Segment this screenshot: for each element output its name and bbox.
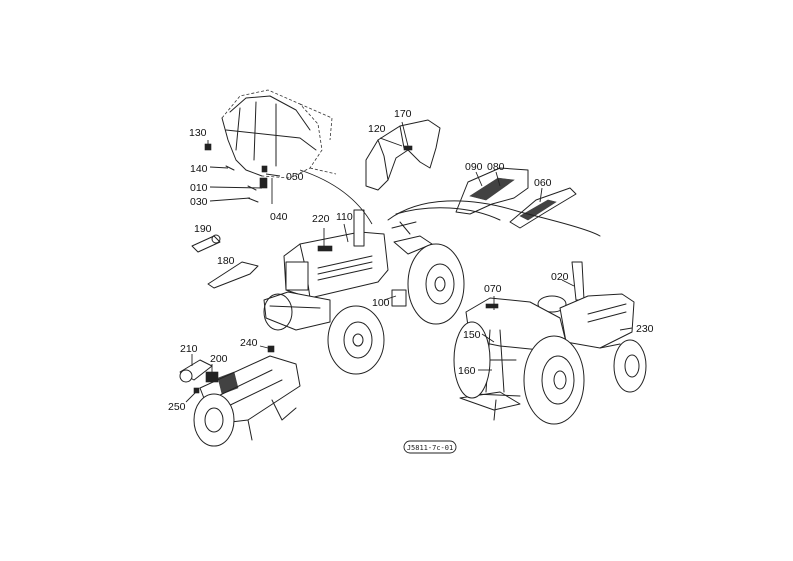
callout-200: 200 (210, 353, 228, 365)
callout-190: 190 (194, 223, 212, 235)
callout-140: 140 (190, 163, 208, 175)
drawing-code-stamp: J5811-7c-01 (403, 440, 457, 454)
callout-010: 010 (190, 182, 208, 194)
fender-right-drawing (455, 167, 577, 229)
callout-060: 060 (534, 177, 552, 189)
callout-020: 020 (551, 271, 569, 283)
callout-110: 110 (336, 211, 353, 223)
callout-230: 230 (636, 323, 654, 335)
callout-250: 250 (168, 401, 186, 413)
callout-090: 090 (465, 161, 483, 173)
drawing-code-text: J5811-7c-01 (407, 444, 453, 452)
callout-130: 130 (189, 127, 207, 139)
tractor-main-drawing (263, 200, 601, 375)
callout-150: 150 (463, 329, 481, 341)
callout-030: 030 (190, 196, 208, 208)
callout-210: 210 (180, 343, 198, 355)
tractor-rear-drawing (453, 261, 647, 425)
callout-160: 160 (458, 365, 476, 377)
callout-220: 220 (312, 213, 330, 225)
callout-120: 120 (368, 123, 386, 135)
callout-100: 100 (372, 297, 390, 309)
callout-170: 170 (394, 108, 412, 120)
engine-block-drawing (193, 355, 301, 447)
callout-040: 040 (270, 211, 288, 223)
callout-240: 240 (240, 337, 258, 349)
leader-lines (185, 121, 633, 403)
cab-frame-drawing (221, 89, 337, 179)
callout-070: 070 (484, 283, 502, 295)
callout-050: 050 (286, 171, 304, 183)
callout-080: 080 (487, 161, 505, 173)
callout-180: 180 (217, 255, 235, 267)
callout-labels: 130 140 010 030 050 040 120 170 090 080 … (168, 108, 654, 413)
